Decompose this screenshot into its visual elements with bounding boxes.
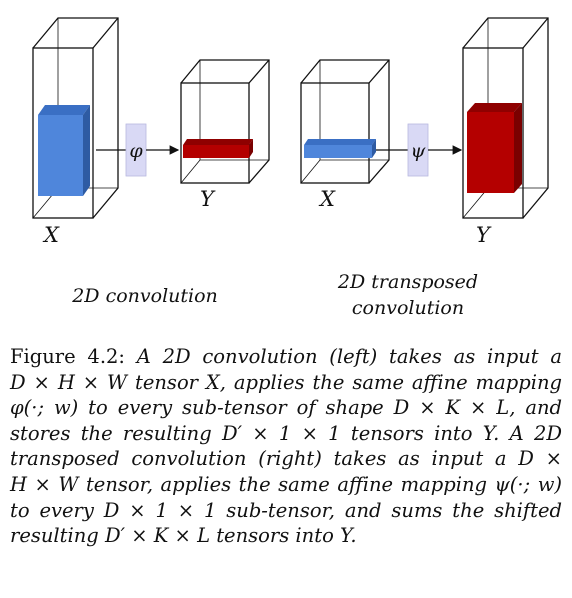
caption-line-4: stores the resulting D′ × 1 × 1 tensors … bbox=[10, 421, 562, 445]
right-input-label: X bbox=[318, 187, 336, 211]
caption-line-2: D × H × W tensor X, applies the same aff… bbox=[10, 370, 562, 394]
left-output-tensor bbox=[180, 59, 270, 184]
convolution-diagram: X φ Y 2D convolution bbox=[32, 17, 549, 319]
figure-caption: Figure 4.2: A 2D convolution (left) take… bbox=[10, 344, 562, 549]
caption-line-6: H × W tensor, applies the same affine ma… bbox=[10, 472, 562, 496]
right-output-label: Y bbox=[476, 223, 492, 247]
caption-line-5: transposed convolution (right) takes as … bbox=[10, 447, 562, 471]
figure-diagram: X φ Y 2D convolution bbox=[32, 17, 549, 319]
caption-line-1-text: A 2D convolution (left) takes as input a bbox=[136, 345, 562, 368]
left-input-subtensor bbox=[38, 105, 90, 196]
right-input-tensor bbox=[300, 59, 390, 184]
phi-label: φ bbox=[129, 140, 143, 162]
psi-label: ψ bbox=[411, 140, 427, 162]
caption-line-3: φ(·; w) to every sub-tensor of shape D ×… bbox=[10, 396, 562, 420]
caption-line-7: to every D × 1 × 1 sub-tensor, and sums … bbox=[10, 498, 562, 522]
figure-number: Figure 4.2: bbox=[10, 345, 125, 368]
right-input-subtensor bbox=[304, 139, 376, 158]
left-output-subtensor bbox=[183, 139, 253, 158]
right-output-subtensor bbox=[467, 103, 522, 193]
right-caption-line1: 2D transposed bbox=[337, 271, 478, 293]
caption-line-8: resulting D′ × K × L tensors into Y. bbox=[10, 524, 357, 548]
caption-line-1: Figure 4.2: A 2D convolution (left) take… bbox=[10, 344, 562, 370]
left-caption: 2D convolution bbox=[71, 285, 218, 307]
left-output-label: Y bbox=[200, 187, 216, 211]
right-caption-line2: convolution bbox=[352, 297, 464, 319]
left-input-label: X bbox=[42, 223, 60, 247]
